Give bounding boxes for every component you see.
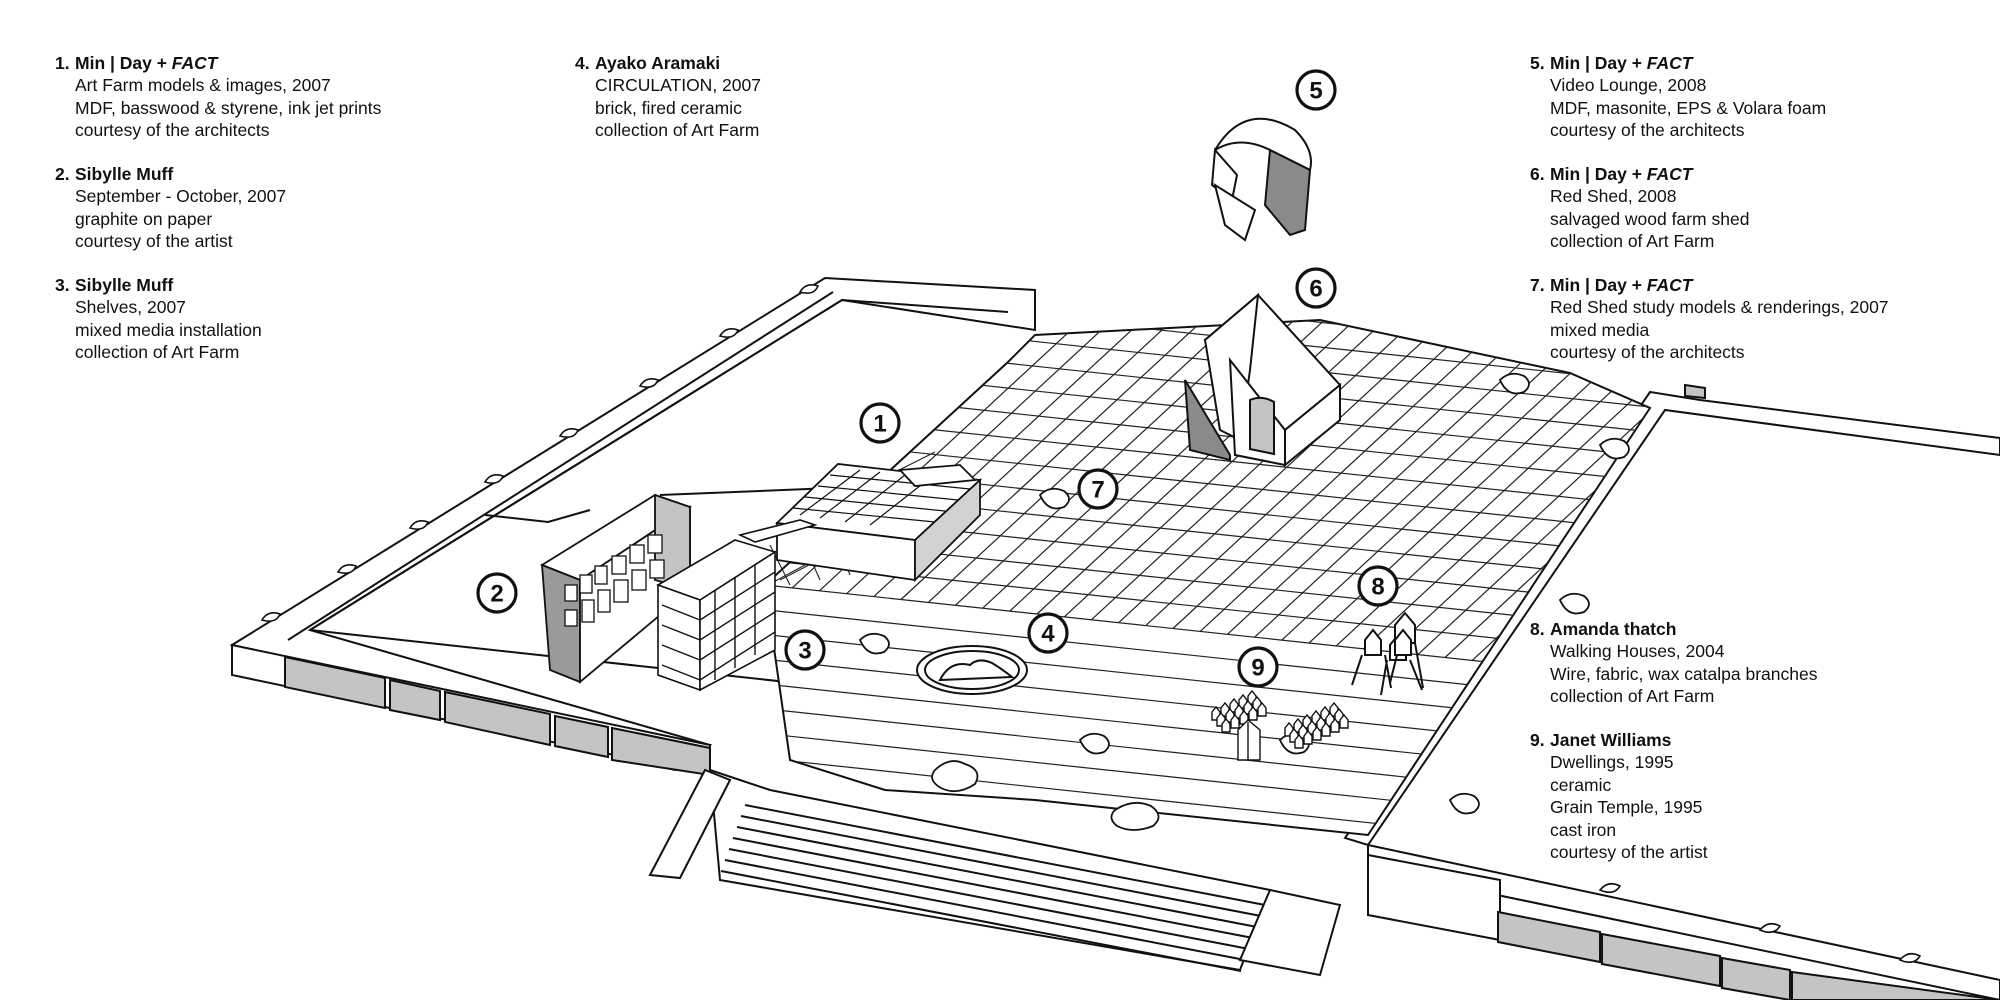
marker-circle: [1295, 267, 1337, 309]
marker-circle: [784, 629, 826, 671]
wall-front-left: [231, 643, 711, 777]
marker-label: 8: [1371, 574, 1384, 601]
marker-circle: [1077, 468, 1119, 510]
artwork-8-walking-houses: [1351, 611, 1424, 696]
dwelling-piece: [1257, 701, 1267, 717]
step-tread: [740, 815, 1262, 917]
artwork-1-models-table: [775, 463, 983, 583]
marker-9: 9: [1237, 646, 1279, 688]
marker-1: 1: [859, 402, 901, 444]
artwork-9-dwellings: [1211, 689, 1349, 761]
legend-entry-8: 8.Amanda thatch Walking Houses, 2004 Wir…: [1530, 619, 1818, 707]
dwelling-piece: [1248, 705, 1258, 721]
marker-circle: [1027, 612, 1069, 654]
marker-label: 5: [1309, 78, 1322, 105]
marker-label: 1: [873, 411, 886, 438]
numbered-markers: 1 2 3 4 5 6 7 8 9: [476, 69, 1399, 688]
step-tread: [744, 804, 1266, 906]
marker-label: 9: [1251, 655, 1264, 682]
floor-grid-line: [932, 429, 1650, 535]
legend-entry-3: 3.Sibylle Muff Shelves, 2007 mixed media…: [55, 275, 262, 363]
floor-blobs: [858, 372, 1630, 831]
wall-pilasters-left: [260, 284, 820, 622]
step-tread: [732, 837, 1254, 939]
building-wall-right: [1343, 383, 2000, 1000]
entrance-steps: [648, 768, 1342, 977]
marker-4: 4: [1027, 612, 1069, 654]
artwork-4-circulation: [916, 645, 1028, 695]
marker-7: 7: [1077, 468, 1119, 510]
artwork-5-video-lounge: [1210, 117, 1312, 242]
artwork-6-red-shed: [1184, 292, 1342, 468]
step-tread: [736, 826, 1258, 928]
marker-circle: [1237, 646, 1279, 688]
marker-label: 3: [798, 638, 811, 665]
dwelling-piece: [1303, 729, 1313, 745]
dwelling-piece: [1294, 733, 1304, 749]
dwelling-piece: [1221, 717, 1231, 733]
dwelling-piece: [1339, 713, 1349, 729]
marker-label: 6: [1309, 276, 1322, 303]
marker-6: 6: [1295, 267, 1337, 309]
marker-label: 7: [1091, 477, 1104, 504]
floor-grid-line: [1004, 362, 1650, 468]
legend-entry-9: 9.Janet Williams Dwellings, 1995 ceramic…: [1530, 730, 1708, 863]
marker-5: 5: [1295, 69, 1337, 111]
legend-entry-1: 1.Min | Day + FACT Art Farm models & ima…: [55, 53, 382, 141]
step-tread: [720, 870, 1242, 972]
floor-grid-line: [860, 495, 1650, 602]
legend-entry-2: 2.Sibylle Muff September - October, 2007…: [55, 164, 287, 252]
wall-pilasters-right: [1598, 882, 1922, 964]
dwelling-piece: [1230, 713, 1240, 729]
legend-entry-6: 6.Min | Day + FACT Red Shed, 2008 salvag…: [1530, 164, 1750, 252]
legend-entry-4: 4.Ayako Aramaki CIRCULATION, 2007 brick,…: [575, 53, 761, 141]
dwelling-piece: [1312, 725, 1322, 741]
marker-circle: [859, 402, 901, 444]
floor-grid-line: [908, 451, 1650, 557]
legend-entry-5: 5.Min | Day + FACT Video Lounge, 2008 MD…: [1530, 53, 1827, 141]
dwelling-piece: [1321, 721, 1331, 737]
step-tread: [724, 859, 1246, 961]
marker-circle: [1295, 69, 1337, 111]
marker-3: 3: [784, 629, 826, 671]
artwork-3-shelves: [656, 519, 818, 692]
marker-circle: [1357, 565, 1399, 607]
step-tread: [728, 848, 1250, 950]
marker-8: 8: [1357, 565, 1399, 607]
marker-circle: [476, 572, 518, 614]
floor-grid-line: [956, 406, 1650, 513]
marker-label: 2: [490, 581, 503, 608]
marker-label: 4: [1041, 621, 1055, 648]
marker-2: 2: [476, 572, 518, 614]
floor-grid-line: [980, 384, 1650, 491]
dwelling-piece: [1330, 717, 1340, 733]
floor-grid-line: [836, 517, 1650, 624]
legend-entry-7: 7.Min | Day + FACT Red Shed study models…: [1530, 275, 1889, 363]
